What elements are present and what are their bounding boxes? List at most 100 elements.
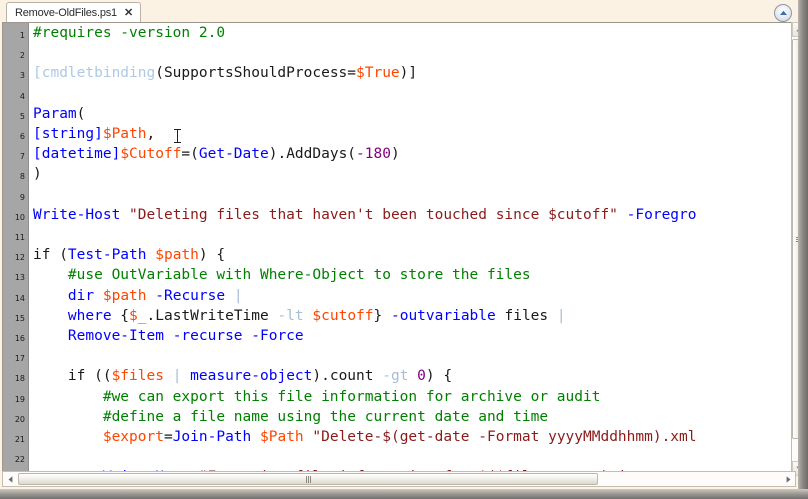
code-line: where {$_.LastWriteTime -lt $cutoff} -ou… bbox=[33, 308, 566, 324]
code-line: dir $path -Recurse | bbox=[33, 288, 243, 304]
code-token: ) { bbox=[425, 368, 453, 385]
code-token bbox=[33, 328, 68, 344]
code-line: Write-Host "Deleting files that haven't … bbox=[33, 207, 697, 223]
line-number: 3 bbox=[19, 71, 25, 81]
line-number: 20 bbox=[14, 414, 25, 424]
line-number: 7 bbox=[19, 152, 25, 162]
code-token: -Recurse bbox=[155, 287, 226, 304]
line-number: 15 bbox=[14, 313, 25, 323]
line-number: 18 bbox=[14, 374, 25, 384]
code-token: $Path bbox=[260, 429, 304, 445]
scroll-left-arrow-icon[interactable] bbox=[3, 472, 17, 486]
code-token: } bbox=[373, 307, 391, 324]
code-token: Test-Path bbox=[67, 247, 147, 264]
code-token: $cutoff bbox=[312, 307, 374, 324]
code-token: ) bbox=[390, 146, 400, 163]
code-token: =( bbox=[181, 146, 199, 163]
code-token: ).count bbox=[312, 368, 383, 385]
line-number: 10 bbox=[14, 212, 25, 222]
code-token: dir bbox=[67, 287, 95, 304]
tab-strip: Remove-OldFiles.ps1 ✕ bbox=[0, 0, 798, 23]
code-token: -outvariable bbox=[390, 307, 496, 324]
code-token: ) bbox=[33, 166, 42, 183]
code-token: -gt bbox=[382, 368, 409, 385]
code-token: #use OutVariable with Where-Object to st… bbox=[33, 267, 531, 284]
code-token bbox=[147, 247, 156, 263]
line-number: 17 bbox=[14, 354, 25, 364]
code-token: Write-Host bbox=[33, 206, 121, 223]
code-text-area[interactable]: #requires -version 2.0 [cmdletbinding(Sup… bbox=[28, 23, 795, 475]
code-token: ).AddDays( bbox=[268, 146, 357, 163]
tab-remove-oldfiles[interactable]: Remove-OldFiles.ps1 ✕ bbox=[6, 2, 142, 23]
code-token: $path bbox=[102, 287, 147, 304]
horizontal-scroll-thumb[interactable] bbox=[18, 473, 598, 485]
window-frame-bottom bbox=[0, 489, 808, 499]
code-token: #we can export this file information for… bbox=[33, 388, 601, 405]
code-token: -180 bbox=[356, 146, 391, 163]
code-token: where bbox=[67, 307, 112, 324]
code-line: #requires -version 2.0 bbox=[33, 25, 225, 41]
code-token: .LastWriteTime bbox=[146, 307, 278, 324]
code-token: Get-Date bbox=[198, 146, 269, 163]
line-number: 16 bbox=[14, 334, 25, 343]
code-line: #we can export this file information for… bbox=[33, 388, 601, 405]
code-token bbox=[164, 368, 173, 384]
code-line: [cmdletbinding(SupportsShouldProcess=$Tr… bbox=[33, 65, 417, 81]
code-token: | bbox=[233, 287, 243, 304]
tab-label: Remove-OldFiles.ps1 bbox=[15, 7, 117, 19]
code-line: #use OutVariable with Where-Object to st… bbox=[33, 267, 531, 283]
code-token: $Path bbox=[102, 126, 147, 142]
line-number: 14 bbox=[14, 293, 25, 303]
code-line: Param( bbox=[33, 106, 85, 122]
scroll-right-arrow-icon[interactable] bbox=[781, 472, 795, 486]
code-token: if ( bbox=[33, 247, 68, 264]
code-token: if (( bbox=[33, 368, 112, 385]
chevron-up-icon[interactable] bbox=[774, 4, 792, 22]
code-token bbox=[94, 288, 103, 304]
line-number-gutter: 1234567891011121314151617181920212223242… bbox=[3, 23, 29, 475]
code-token: = bbox=[163, 429, 173, 445]
code-line: if (Test-Path $path) { bbox=[33, 247, 225, 263]
code-token: 0 bbox=[417, 368, 426, 385]
line-number: 19 bbox=[14, 394, 25, 404]
code-token: "Deleting files that haven't been touche… bbox=[129, 206, 618, 223]
code-token bbox=[120, 207, 129, 223]
code-token bbox=[33, 429, 103, 445]
line-number: 6 bbox=[19, 132, 25, 141]
code-line: $export=Join-Path $Path "Delete-$(get-da… bbox=[33, 429, 697, 445]
line-number: 22 bbox=[14, 455, 25, 465]
line-number: 9 bbox=[19, 192, 25, 202]
code-token: -lt bbox=[277, 307, 304, 324]
horizontal-scrollbar[interactable] bbox=[2, 471, 796, 487]
code-token: -Foregro bbox=[626, 206, 697, 223]
code-token: files bbox=[495, 307, 557, 324]
code-token bbox=[251, 429, 260, 445]
line-number: 5 bbox=[19, 111, 25, 121]
line-number: 12 bbox=[14, 253, 25, 263]
line-number: 2 bbox=[19, 51, 25, 61]
code-token: "Delete-$(get-date -Format yyyyMMddhhmm)… bbox=[312, 429, 697, 445]
code-token: Join-Path bbox=[172, 429, 252, 445]
code-token: $Cutoff bbox=[120, 146, 182, 163]
code-token: -recurse -Force bbox=[172, 328, 304, 344]
line-number: 21 bbox=[14, 435, 25, 444]
code-line: [datetime]$Cutoff=(Get-Date).AddDays(-18… bbox=[33, 146, 400, 162]
line-number: 13 bbox=[14, 273, 25, 283]
code-token: [datetime] bbox=[33, 146, 121, 163]
code-token: $export bbox=[102, 429, 164, 445]
code-token: )] bbox=[399, 65, 418, 82]
code-token: #requires -version 2.0 bbox=[33, 25, 226, 41]
code-token: [string] bbox=[33, 126, 103, 142]
grip-icon bbox=[305, 475, 311, 483]
code-line: Remove-Item -recurse -Force bbox=[33, 328, 304, 344]
code-token: { bbox=[111, 307, 130, 324]
code-token bbox=[181, 368, 190, 384]
code-token: , bbox=[146, 126, 156, 142]
code-token: Remove-Item bbox=[67, 328, 164, 344]
close-icon[interactable]: ✕ bbox=[123, 6, 134, 19]
line-number: 4 bbox=[19, 91, 25, 101]
code-token: | bbox=[172, 368, 182, 385]
code-editor-pane[interactable]: 1234567891011121314151617181920212223242… bbox=[2, 22, 796, 476]
code-line: #define a file name using the current da… bbox=[33, 409, 548, 425]
code-token bbox=[618, 207, 627, 223]
